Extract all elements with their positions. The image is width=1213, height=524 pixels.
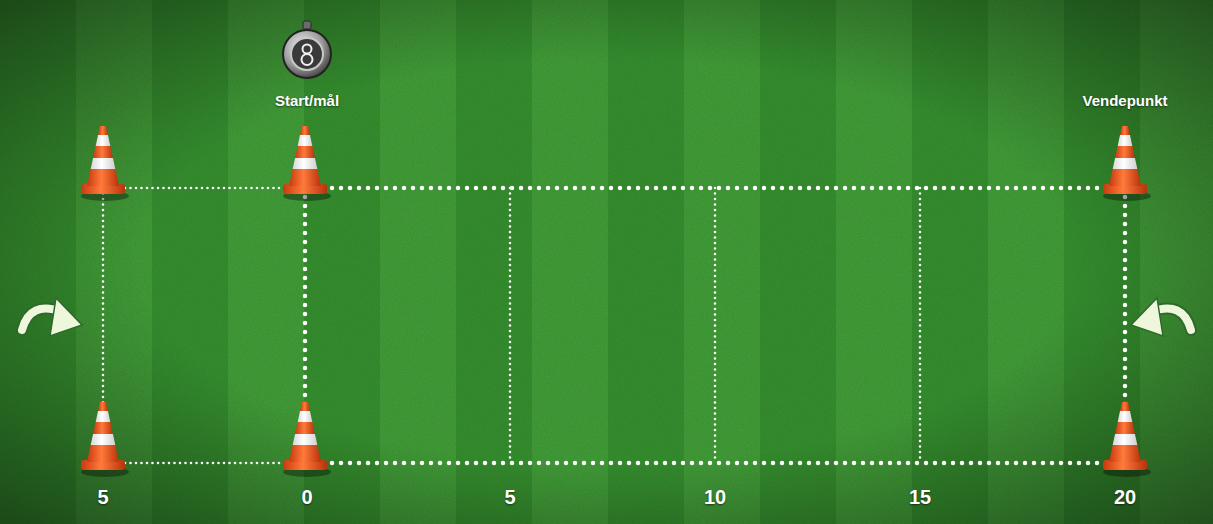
dotted-line [305, 461, 1125, 466]
cone-band [300, 126, 310, 135]
turn-arrows [22, 298, 1191, 336]
distance-number: 0 [301, 486, 312, 508]
cone-band [93, 146, 113, 158]
dotted-line [305, 186, 1125, 191]
dotted-line [509, 188, 512, 463]
turn-arrow [1131, 298, 1191, 336]
stopwatch-case [283, 30, 331, 78]
cone [1103, 126, 1151, 201]
dotted-line [103, 187, 305, 190]
cone-band [96, 411, 111, 422]
cone-band [300, 402, 310, 411]
distance-number: 5 [97, 486, 108, 508]
cone-band [1109, 169, 1141, 186]
stopwatch-dial [291, 38, 323, 70]
cone-band [289, 445, 321, 462]
cone-band [298, 411, 313, 422]
cone-band [295, 146, 315, 158]
cone-band [1115, 146, 1135, 158]
distance-number: 20 [1114, 486, 1136, 508]
cone-band [1113, 158, 1138, 169]
cones [81, 126, 1151, 477]
cone-band [93, 422, 113, 434]
dotted-line [919, 188, 922, 463]
dotted-lines [103, 188, 1125, 463]
stopwatch-crown [303, 21, 311, 29]
cone [81, 402, 129, 477]
dotted-line [103, 462, 305, 465]
cone-band [87, 169, 119, 186]
cone-band [96, 135, 111, 146]
cone [81, 126, 129, 201]
cone [1103, 402, 1151, 477]
cone-band [87, 445, 119, 462]
cone-band [1113, 434, 1138, 445]
cone-band [91, 434, 116, 445]
cone-band [1115, 422, 1135, 434]
arrow-head [50, 298, 82, 336]
cone-band [295, 422, 315, 434]
cone-band [98, 126, 108, 135]
cone-band [293, 434, 318, 445]
turn-arrow [22, 298, 82, 336]
cone-band [1120, 126, 1130, 135]
distance-number: 15 [909, 486, 931, 508]
cone-band [1109, 445, 1141, 462]
stopwatch-mark [302, 54, 313, 65]
start-label: Start/mål [275, 93, 339, 110]
cone-band [1120, 402, 1130, 411]
stopwatch-mark [303, 45, 312, 54]
turn-label: Vendepunkt [1082, 93, 1167, 110]
cone-band [91, 158, 116, 169]
cone-band [293, 158, 318, 169]
stopwatch-icon [283, 21, 331, 78]
cone-band [1118, 135, 1133, 146]
arrow-head [1131, 298, 1163, 336]
dotted-line [714, 188, 717, 463]
cone-band [298, 135, 313, 146]
cone-band [1118, 411, 1133, 422]
cone-band [289, 169, 321, 186]
cone [283, 126, 331, 201]
distance-number: 10 [704, 486, 726, 508]
distance-number: 5 [504, 486, 515, 508]
cone [283, 402, 331, 477]
cone-band [98, 402, 108, 411]
